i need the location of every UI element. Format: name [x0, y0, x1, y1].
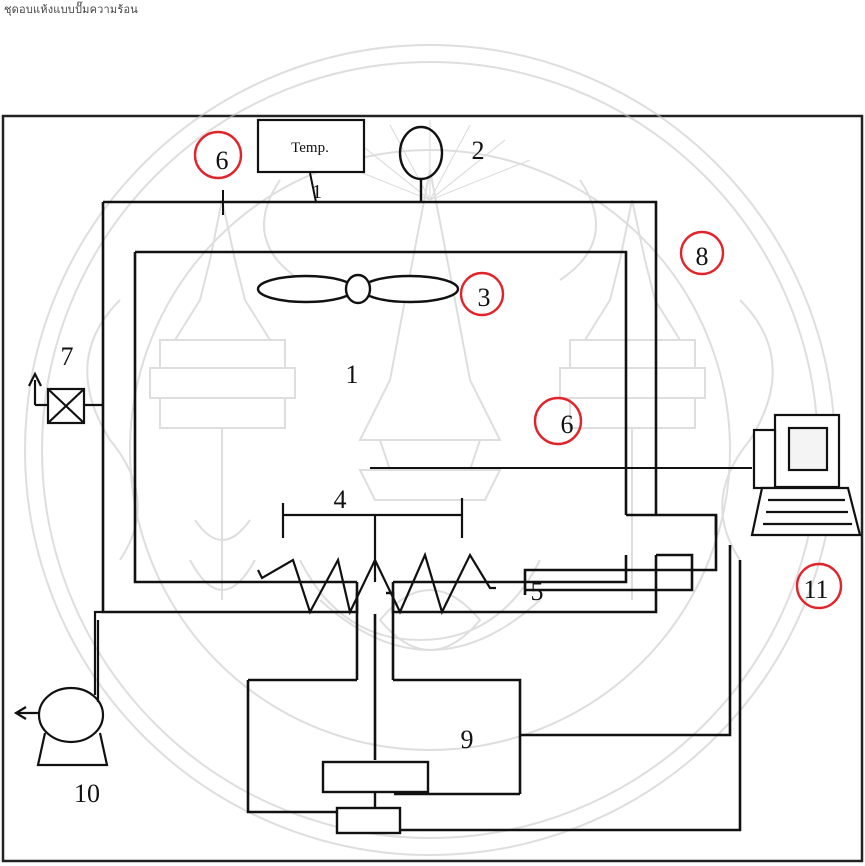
label-1-top: 1: [312, 181, 322, 203]
heating-coil: [257, 551, 496, 616]
label-9: 9: [461, 725, 474, 754]
compressor-unit: [321, 760, 430, 835]
label-4: 4: [334, 485, 347, 514]
highlight-6-top: [193, 130, 243, 180]
diagram-lines: [101, 200, 742, 832]
highlight-8: [679, 230, 725, 276]
temp-controller-box: [256, 118, 366, 174]
highlight-circles: [193, 130, 843, 610]
label-10: 10: [74, 779, 100, 808]
figure-caption: ชุดอบแห้งแบบปั๊มความร้อน: [4, 3, 138, 16]
label-5: 5: [531, 577, 544, 606]
temp-label: Temp.: [291, 140, 329, 156]
gauge-icon: [398, 125, 444, 202]
blower-icon: [13, 610, 109, 767]
highlight-6-inner: [533, 396, 583, 446]
label-11: 11: [803, 575, 828, 604]
temp-sensor-line: [222, 172, 317, 215]
label-7: 7: [61, 342, 74, 371]
figure-frame: [1, 114, 864, 863]
label-2: 2: [472, 136, 485, 165]
fan-icon: [256, 273, 460, 305]
watermark-seal: [24, 44, 836, 856]
label-8: 8: [696, 242, 709, 271]
valve-icon: [28, 371, 103, 425]
highlight-11: [795, 562, 843, 610]
label-3: 3: [478, 283, 491, 312]
heater-plate: [281, 498, 464, 582]
label-6-top: 6: [216, 146, 229, 175]
computer-icon: [750, 413, 862, 537]
highlight-3: [459, 271, 505, 317]
label-1: 1: [346, 360, 359, 389]
label-6-inner: 6: [561, 410, 574, 439]
